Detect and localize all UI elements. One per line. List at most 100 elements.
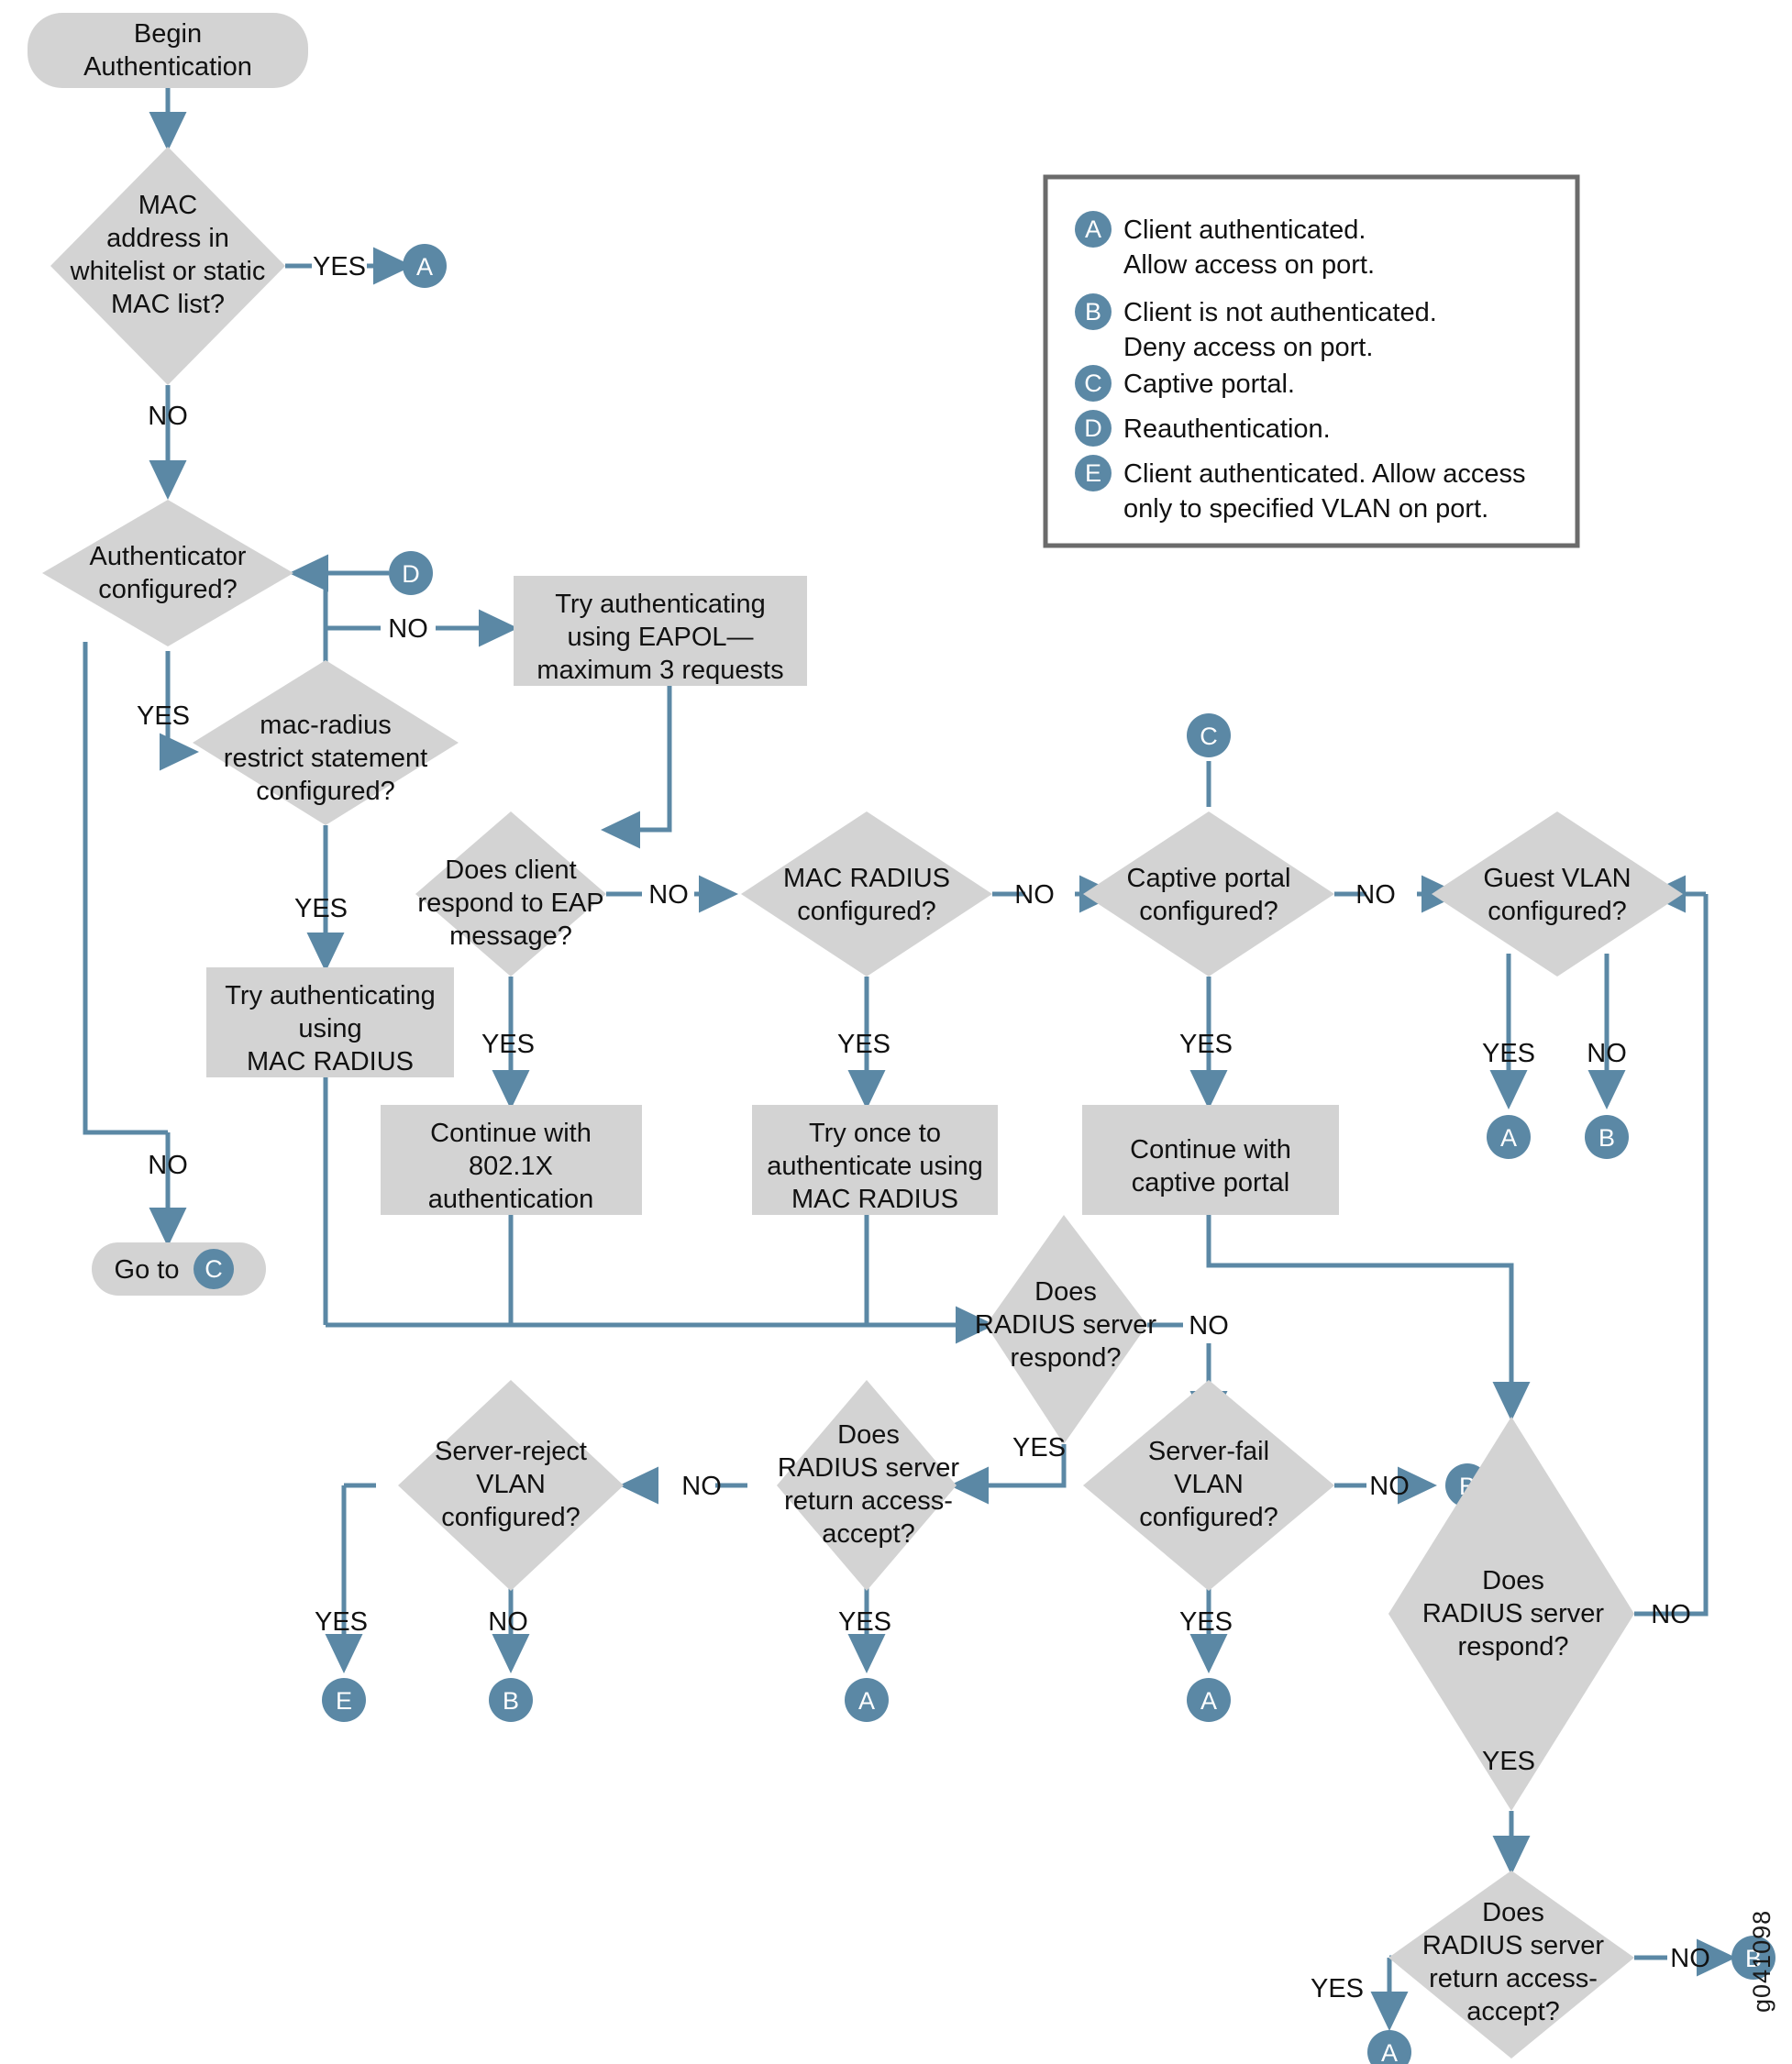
node-client-eap-line2: respond to EAP	[417, 889, 603, 918]
node-mac-radius-configured-decision[interactable]: MAC RADIUS configured?	[741, 811, 992, 977]
edge-label-no-radius-accept-2: NO	[1670, 1944, 1710, 1973]
edge-label-yes-radius-accept-1: YES	[838, 1607, 891, 1637]
node-mac-whitelist-line1: MAC	[138, 191, 197, 220]
node-try-once-line1: Try once to	[809, 1119, 941, 1148]
legend-c-line1: Captive portal.	[1123, 370, 1295, 399]
node-guest-vlan-configured-decision[interactable]: Guest VLAN configured?	[1432, 811, 1683, 977]
legend-a-line2: Allow access on port.	[1123, 250, 1375, 280]
node-server-reject-line1: Server-reject	[435, 1437, 587, 1466]
badge-d-label: D	[402, 560, 420, 588]
node-continue-captive-portal[interactable]: Continue with captive portal	[1082, 1105, 1339, 1215]
badge-a-radius-accept-2-label: A	[1381, 2039, 1398, 2064]
node-radius-accept-2-line3: return access-	[1429, 1964, 1598, 1993]
legend-item-c: C Captive portal.	[1075, 365, 1295, 402]
node-radius-respond-2-line2: RADIUS server	[1422, 1599, 1605, 1628]
node-radius-accept-1-line4: accept?	[822, 1519, 915, 1549]
node-server-fail-vlan-decision[interactable]: Server-fail VLAN configured?	[1083, 1380, 1334, 1591]
legend-e-line1: Client authenticated. Allow access	[1123, 459, 1525, 489]
badge-b-radius-accept-2-label: B	[1745, 1945, 1762, 1972]
node-restrict-line1: mac-radius	[260, 711, 391, 740]
edge-label-yes-server-reject: YES	[315, 1607, 368, 1637]
badge-b-radius-accept-2[interactable]: B	[1731, 1936, 1775, 1980]
badge-d-reauth[interactable]: D	[389, 551, 433, 595]
node-radius-respond-1-line2: RADIUS server	[975, 1310, 1157, 1340]
node-radius-accept-2-line1: Does	[1482, 1898, 1544, 1927]
badge-a-radius-accept-2[interactable]: A	[1367, 2030, 1411, 2064]
badge-a-server-fail[interactable]: A	[1187, 1678, 1231, 1722]
node-radius-accept-1-decision[interactable]: Does RADIUS server return access- accept…	[777, 1380, 959, 1591]
node-goto-c-badge: C	[205, 1255, 223, 1283]
badge-b-server-reject-label: B	[503, 1687, 519, 1715]
edge-label-no-radius-respond-1: NO	[1189, 1311, 1229, 1341]
badge-c-entry[interactable]: C	[1187, 713, 1231, 757]
node-radius-accept-2-line4: accept?	[1466, 1997, 1560, 2026]
node-guest-vlan-line2: configured?	[1488, 897, 1627, 926]
node-mac-whitelist-line2: address in	[106, 224, 229, 253]
node-server-reject-vlan-decision[interactable]: Server-reject VLAN configured?	[398, 1380, 624, 1591]
badge-a-radius-accept-1[interactable]: A	[845, 1678, 889, 1722]
node-server-fail-line1: Server-fail	[1148, 1437, 1269, 1466]
legend-badge-a: A	[1085, 215, 1101, 243]
node-try-eapol-line2: using EAPOL—	[567, 623, 753, 652]
node-authenticator-line2: configured?	[98, 575, 238, 604]
edge-label-yes-client-eap: YES	[481, 1030, 535, 1059]
edge-label-no-server-reject: NO	[488, 1607, 528, 1637]
node-try-mac-line2: using	[298, 1014, 361, 1043]
node-server-reject-line2: VLAN	[476, 1470, 546, 1499]
node-continue-8021x-line1: Continue with	[430, 1119, 592, 1148]
node-mac-whitelist-decision[interactable]: MAC address in whitelist or static MAC l…	[50, 147, 285, 385]
edge-label-yes-restrict: YES	[294, 894, 348, 923]
node-radius-respond-2-decision[interactable]: Does RADIUS server respond?	[1388, 1417, 1634, 1811]
node-radius-respond-2-line1: Does	[1482, 1566, 1544, 1595]
edge-label-no-radius-respond-2: NO	[1651, 1600, 1691, 1629]
node-try-eapol-line3: maximum 3 requests	[536, 656, 783, 685]
node-begin-authentication[interactable]: Begin Authentication	[28, 13, 308, 88]
badge-a-whitelist[interactable]: A	[403, 244, 447, 288]
badge-a-radius-accept-1-label: A	[858, 1687, 875, 1715]
legend-item-e: E Client authenticated. Allow access onl…	[1075, 455, 1525, 524]
legend-badge-e: E	[1085, 459, 1101, 487]
node-goto-c-label: Go to	[115, 1255, 180, 1285]
badge-b-server-reject[interactable]: B	[489, 1678, 533, 1722]
node-authenticator-line1: Authenticator	[90, 542, 247, 571]
node-try-eapol[interactable]: Try authenticating using EAPOL— maximum …	[514, 576, 807, 686]
legend-d-line1: Reauthentication.	[1123, 414, 1331, 444]
node-server-fail-line3: configured?	[1139, 1503, 1278, 1532]
node-radius-accept-1-line2: RADIUS server	[778, 1453, 960, 1483]
edge-label-no-captive-conf: NO	[1355, 880, 1396, 910]
badge-a-whitelist-label: A	[416, 253, 433, 281]
node-authenticator-decision[interactable]: Authenticator configured?	[42, 500, 293, 646]
edge-label-no-mac-radius-conf: NO	[1014, 880, 1055, 910]
node-mac-radius-restrict-decision[interactable]: mac-radius restrict statement configured…	[193, 660, 459, 825]
node-radius-respond-1-line1: Does	[1034, 1277, 1097, 1307]
node-radius-respond-1-decision[interactable]: Does RADIUS server respond?	[975, 1215, 1157, 1444]
node-continue-8021x[interactable]: Continue with 802.1X authentication	[381, 1105, 642, 1215]
node-radius-accept-2-decision[interactable]: Does RADIUS server return access- accept…	[1388, 1871, 1634, 2058]
badge-a-guest-vlan[interactable]: A	[1487, 1115, 1531, 1159]
node-radius-accept-1-line1: Does	[837, 1420, 900, 1450]
node-captive-portal-configured-decision[interactable]: Captive portal configured?	[1083, 811, 1334, 977]
node-radius-respond-2-line3: respond?	[1458, 1632, 1569, 1661]
node-client-eap-decision[interactable]: Does client respond to EAP message?	[415, 811, 606, 977]
edge-label-no-server-fail: NO	[1369, 1472, 1410, 1501]
edge-eapol-down	[662, 686, 672, 833]
node-try-mac-line3: MAC RADIUS	[247, 1047, 414, 1076]
node-continue-8021x-line3: authentication	[428, 1185, 594, 1214]
node-continue-captive-line2: captive portal	[1132, 1168, 1290, 1198]
edge-continue-captive-to-radius-respond-2	[1206, 1178, 1531, 1422]
badge-e-server-reject[interactable]: E	[322, 1678, 366, 1722]
edge-label-yes-radius-respond-2: YES	[1482, 1747, 1535, 1776]
badge-a-server-fail-label: A	[1200, 1687, 1217, 1715]
edge-label-no-guest-vlan: NO	[1587, 1039, 1627, 1068]
node-server-fail-line2: VLAN	[1174, 1470, 1244, 1499]
badge-b-guest-vlan[interactable]: B	[1585, 1115, 1629, 1159]
badge-c-entry-label: C	[1200, 723, 1218, 750]
node-captive-conf-line1: Captive portal	[1127, 864, 1291, 893]
node-try-auth-mac-radius[interactable]: Try authenticating using MAC RADIUS	[206, 967, 454, 1077]
node-try-once-mac-radius[interactable]: Try once to authenticate using MAC RADIU…	[752, 1105, 998, 1215]
edge-label-yes-authenticator: YES	[137, 701, 190, 731]
node-goto-c[interactable]: Go to C	[92, 1242, 266, 1296]
legend-badge-d: D	[1084, 414, 1102, 442]
badge-a-guest-vlan-label: A	[1500, 1124, 1517, 1152]
